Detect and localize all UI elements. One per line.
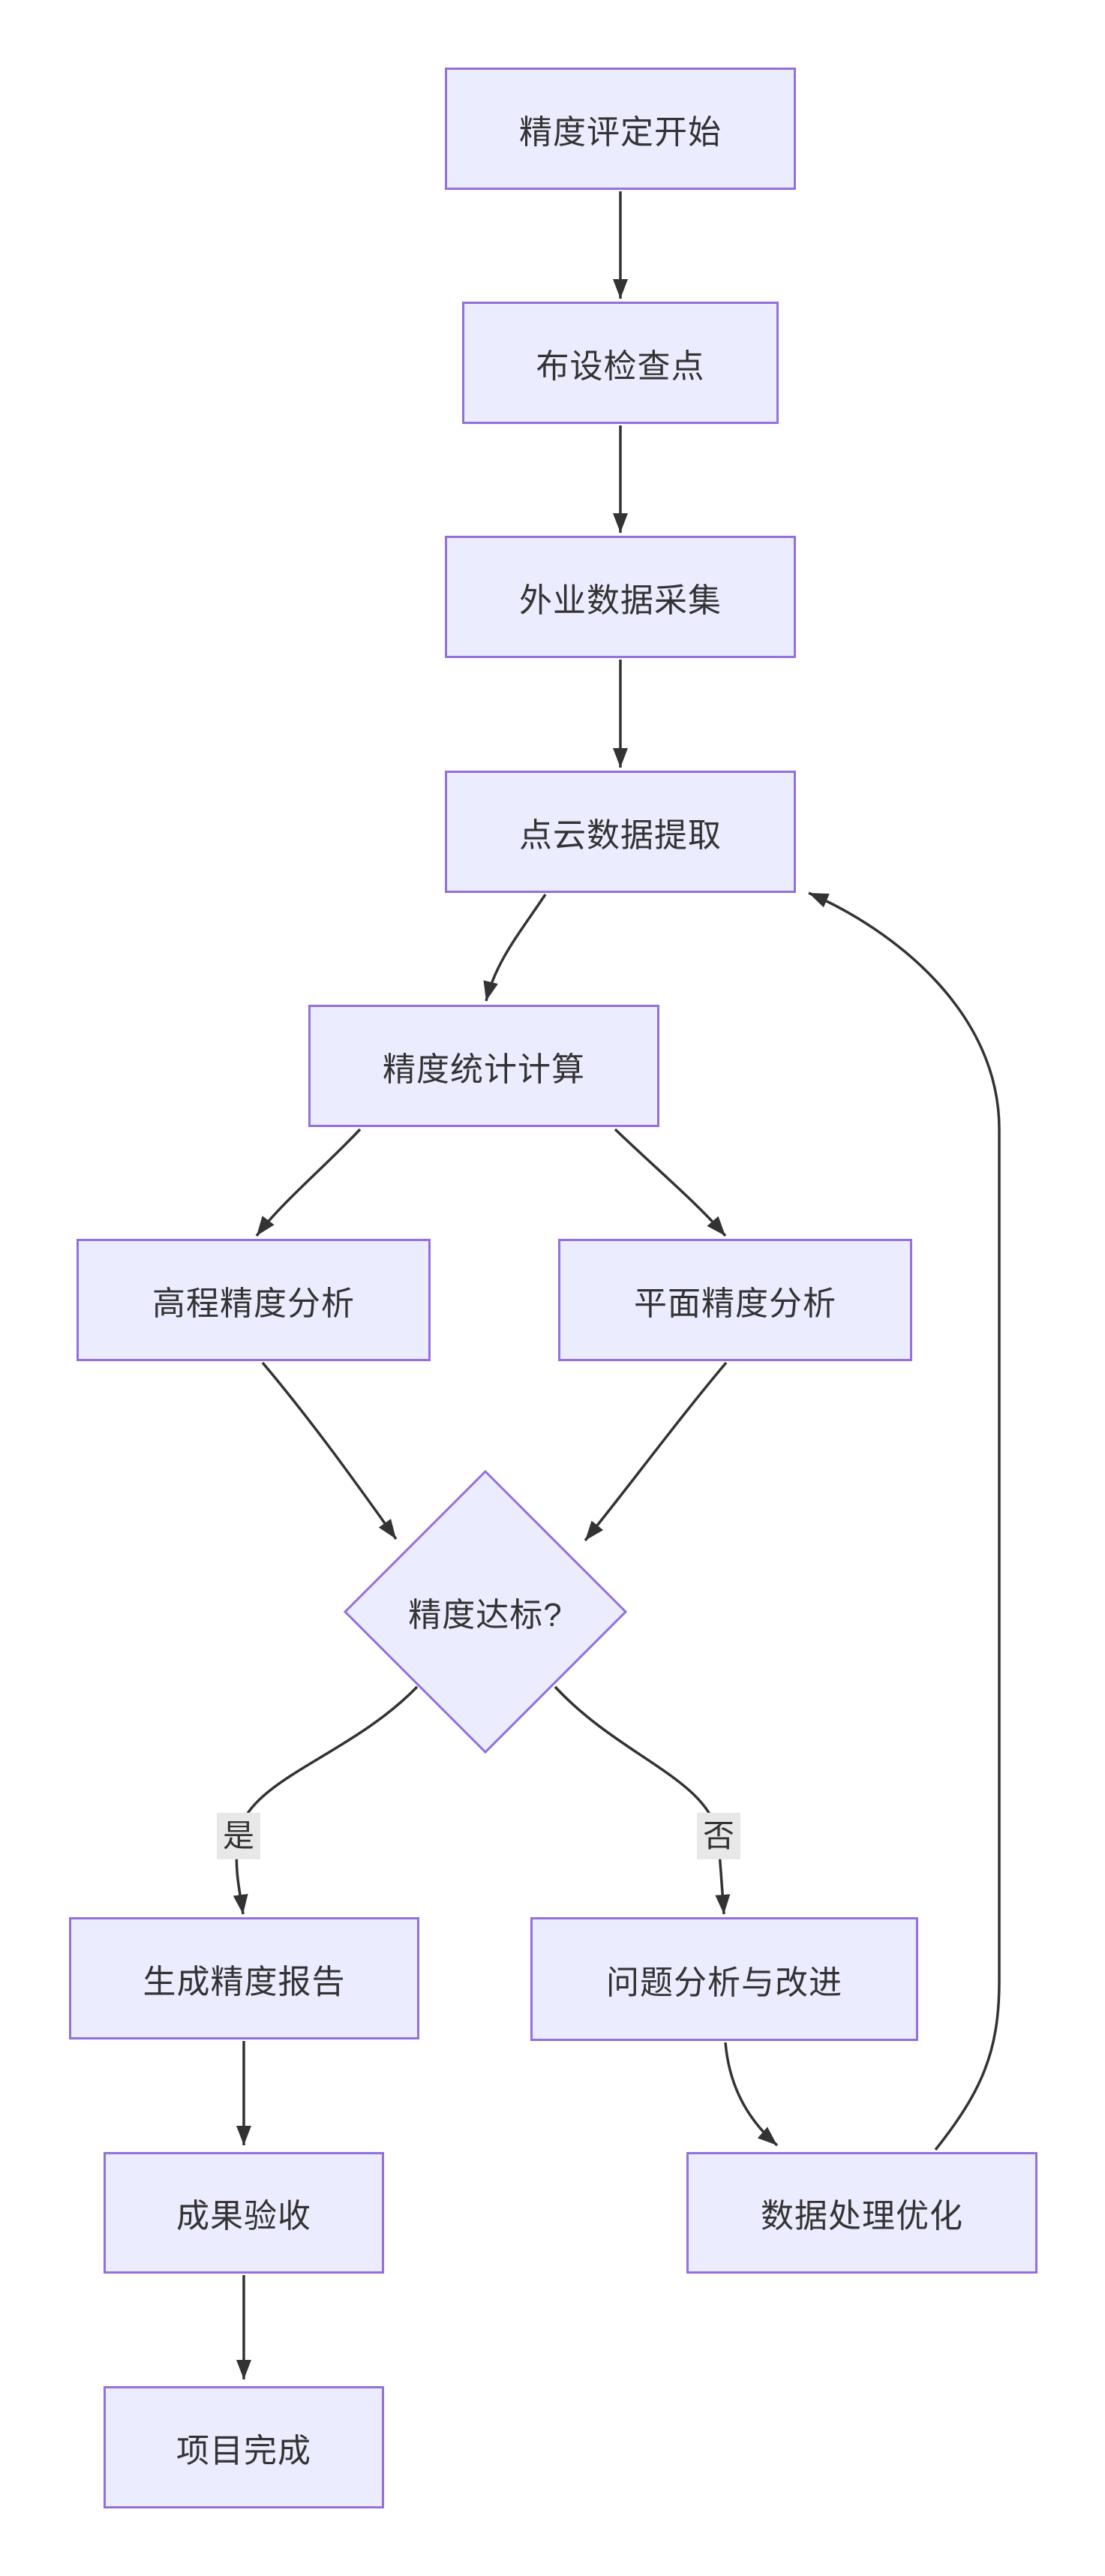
edge-decision-no-to-problem — [554, 1685, 731, 1915]
node-elevation-analysis-label: 高程精度分析 — [152, 1285, 355, 1322]
edge-problem-to-optimization — [724, 2042, 779, 2147]
edge-stats-to-planimetric — [614, 1128, 727, 1237]
node-pointcloud-extraction: 点云数据提取 — [445, 771, 796, 893]
node-complete-label: 项目完成 — [176, 2432, 311, 2469]
node-field-collection: 外业数据采集 — [445, 536, 796, 658]
node-generate-report: 生成精度报告 — [69, 1917, 419, 2039]
edge-decision-yes-to-report — [233, 1685, 419, 1915]
node-start: 精度评定开始 — [445, 68, 796, 190]
edge-label-yes: 是 — [216, 1812, 261, 1860]
node-elevation-analysis: 高程精度分析 — [77, 1239, 431, 1361]
node-generate-report-label: 生成精度报告 — [143, 1963, 346, 2000]
node-pointcloud-extraction-label: 点云数据提取 — [519, 816, 722, 854]
edge-optimization-loop-to-pointcloud — [808, 891, 1001, 2151]
node-data-optimization-label: 数据处理优化 — [761, 2198, 963, 2235]
node-problem-improvement-label: 问题分析与改进 — [606, 1964, 842, 2001]
edge-stats-to-elevation — [255, 1128, 362, 1237]
node-field-collection-label: 外业数据采集 — [519, 582, 722, 619]
node-acceptance-label: 成果验收 — [176, 2198, 311, 2235]
edge-pointcloud-to-stats — [483, 894, 547, 1002]
node-planimetric-analysis-label: 平面精度分析 — [634, 1285, 836, 1322]
edge-planimetric-to-decision — [584, 1361, 728, 1542]
node-acceptance: 成果验收 — [104, 2152, 384, 2274]
node-accuracy-statistics-label: 精度统计计算 — [383, 1051, 585, 1088]
node-data-optimization: 数据处理优化 — [686, 2152, 1037, 2274]
node-accuracy-statistics: 精度统计计算 — [308, 1005, 659, 1127]
node-planimetric-analysis: 平面精度分析 — [558, 1239, 912, 1361]
edge-label-no: 否 — [696, 1812, 741, 1860]
node-problem-improvement: 问题分析与改进 — [530, 1917, 918, 2041]
node-decision-label: 精度达标? — [408, 1597, 563, 1634]
node-start-label: 精度评定开始 — [519, 113, 722, 151]
edge-elevation-to-decision — [261, 1361, 398, 1540]
node-checkpoints: 布设检查点 — [462, 302, 779, 424]
node-decision: 精度达标? — [345, 1471, 626, 1752]
node-checkpoints-label: 布设检查点 — [536, 347, 705, 385]
decision-diamond-shape — [343, 1469, 628, 1754]
node-complete: 项目完成 — [104, 2386, 384, 2508]
